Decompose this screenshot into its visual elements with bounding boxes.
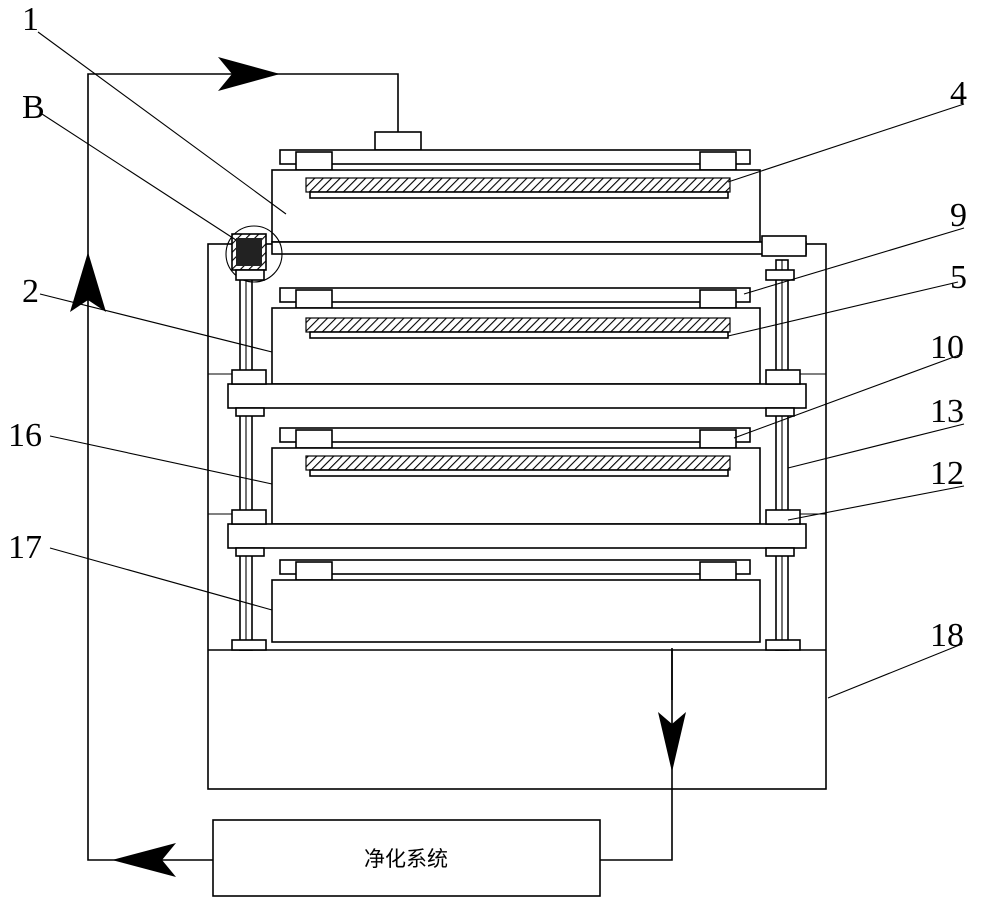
label-b: B [22,89,45,126]
tray-layer-3 [227,427,807,557]
label-12: 12 [930,455,964,492]
label-13: 13 [930,393,964,430]
flow-arrow-left [70,252,106,312]
top-inlet [374,131,422,151]
purification-system-label: 净化系统 [364,847,448,871]
purification-system: 净化系统 [212,819,601,897]
tray-layer-1 [271,149,807,257]
label-9: 9 [950,197,967,234]
label-4: 4 [950,75,967,112]
label-10: 10 [930,329,964,366]
tray-layer-4 [231,559,801,651]
label-5: 5 [950,259,967,296]
label-2: 2 [22,273,39,310]
circulation-loop [70,57,686,877]
flow-arrow-down [658,712,686,772]
tray-layer-2 [227,269,807,417]
label-16: 16 [8,417,42,454]
label-17: 17 [8,529,42,566]
flow-arrow-bottom [112,843,176,877]
label-18: 18 [930,617,964,654]
label-1: 1 [22,1,39,38]
flow-arrow-top [218,57,280,91]
part-labels: 1 B 2 16 17 4 9 5 10 13 12 18 [8,1,967,654]
leader-lines [37,31,965,699]
detail-b-seal [225,225,283,283]
